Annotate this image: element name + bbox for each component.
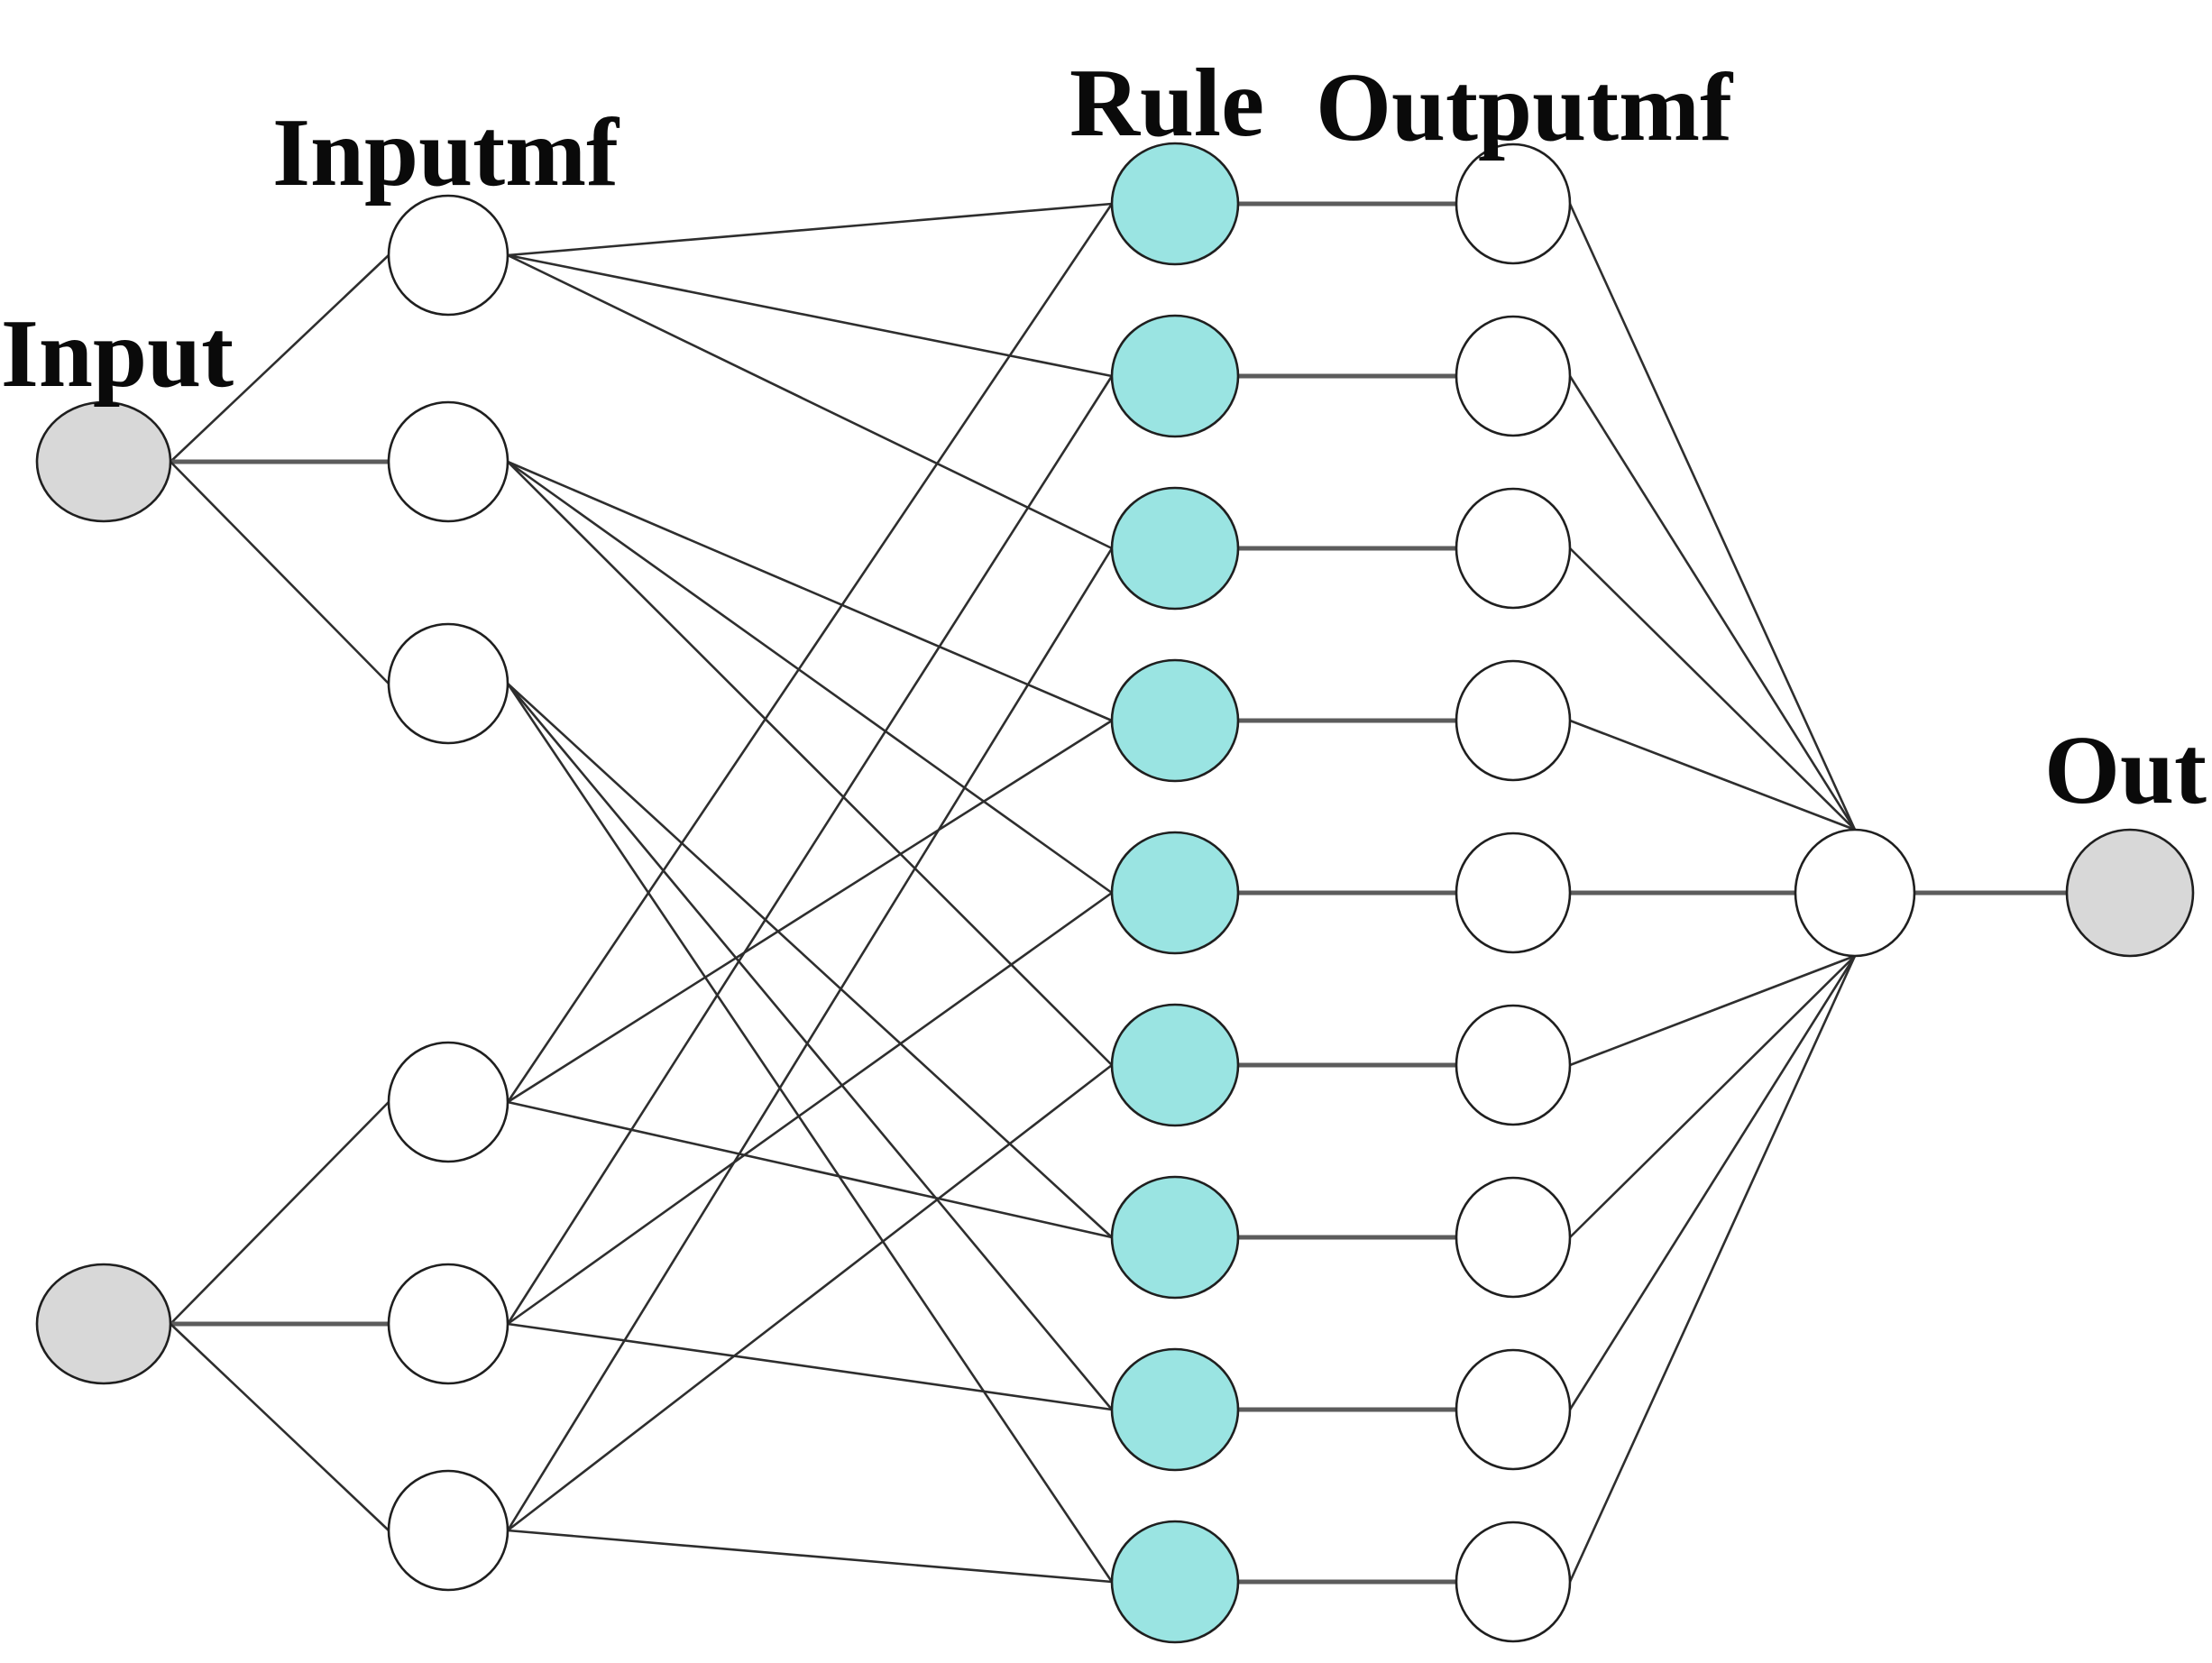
edge-o3-agg <box>1569 547 1856 831</box>
edge-imf4-r4 <box>507 719 1113 1104</box>
edge-o9-agg <box>1568 955 1857 1583</box>
rule-node-r1 <box>1110 142 1240 266</box>
rule-node-r5 <box>1110 831 1240 955</box>
rule-node-r2 <box>1110 314 1240 438</box>
edge-imf1-r3 <box>507 253 1113 550</box>
inputmf-node-imf1 <box>387 194 509 317</box>
outputmf-layer-label: Outputmf <box>1316 54 1734 161</box>
edge-o7-agg <box>1569 955 1856 1238</box>
rule-node-r6 <box>1110 1003 1240 1127</box>
edge-o1-agg <box>1568 203 1857 831</box>
outputmf-node-o1 <box>1455 142 1572 265</box>
outputmf-node-o8 <box>1455 1348 1572 1471</box>
edge-in1-imf3 <box>170 461 390 684</box>
edges-layer <box>170 201 2067 1585</box>
edge-o2-agg <box>1568 375 1857 831</box>
edge-imf3-r9 <box>506 683 1114 1583</box>
inputmf-node-imf2 <box>387 400 509 523</box>
edge-imf6-r9 <box>507 1529 1113 1584</box>
edge-o4-agg <box>1569 719 1856 832</box>
edge-imf2-r6 <box>507 461 1113 1066</box>
edge-imf5-r8 <box>507 1322 1113 1411</box>
outputmf-node-o7 <box>1455 1176 1572 1299</box>
edge-in2-imf6 <box>170 1323 390 1531</box>
inputmf-node-imf5 <box>387 1263 509 1385</box>
input-node-in2 <box>35 1263 172 1385</box>
edge-o6-agg <box>1569 954 1856 1067</box>
inputmf-layer-label: Inputmf <box>272 99 620 207</box>
inputmf-node-imf4 <box>387 1041 509 1163</box>
inputmf-node-imf3 <box>387 622 509 745</box>
edge-o8-agg <box>1568 955 1857 1410</box>
labels-layer: Input Inputmf Rule Outputmf Out <box>1 50 2207 824</box>
aggregate-node-agg <box>1794 828 1916 958</box>
edge-imf4-r7 <box>507 1100 1113 1239</box>
edge-imf6-r3 <box>506 547 1114 1531</box>
edge-in2-imf4 <box>170 1101 390 1325</box>
edge-imf3-r8 <box>507 683 1113 1410</box>
rule-layer-label: Rule <box>1069 50 1264 157</box>
outputmf-node-o3 <box>1455 487 1572 610</box>
rule-node-r4 <box>1110 658 1240 783</box>
edge-imf1-r2 <box>507 253 1113 378</box>
rule-node-r9 <box>1110 1520 1240 1644</box>
edge-imf4-r1 <box>506 203 1114 1103</box>
outputmf-node-o6 <box>1455 1004 1572 1126</box>
edge-imf5-r5 <box>507 891 1113 1326</box>
edge-imf1-r1 <box>507 202 1113 257</box>
input-layer-label: Input <box>1 300 234 408</box>
outputmf-node-o9 <box>1455 1521 1572 1643</box>
output-node-out <box>2065 828 2195 958</box>
input-node-in1 <box>35 400 172 523</box>
edge-imf2-r4 <box>507 460 1113 722</box>
out-layer-label: Out <box>2044 717 2207 824</box>
edge-imf5-r2 <box>506 375 1114 1325</box>
edge-imf3-r7 <box>507 683 1113 1238</box>
edge-imf2-r5 <box>507 460 1113 895</box>
inputmf-node-imf6 <box>387 1469 509 1592</box>
edge-imf6-r6 <box>507 1063 1113 1532</box>
nodes-layer <box>35 142 2195 1644</box>
outputmf-node-o5 <box>1455 832 1572 954</box>
outputmf-node-o4 <box>1455 659 1572 782</box>
rule-node-r8 <box>1110 1347 1240 1472</box>
rule-node-r7 <box>1110 1175 1240 1300</box>
rule-node-r3 <box>1110 486 1240 611</box>
outputmf-node-o2 <box>1455 315 1572 437</box>
edge-in1-imf1 <box>170 254 390 463</box>
